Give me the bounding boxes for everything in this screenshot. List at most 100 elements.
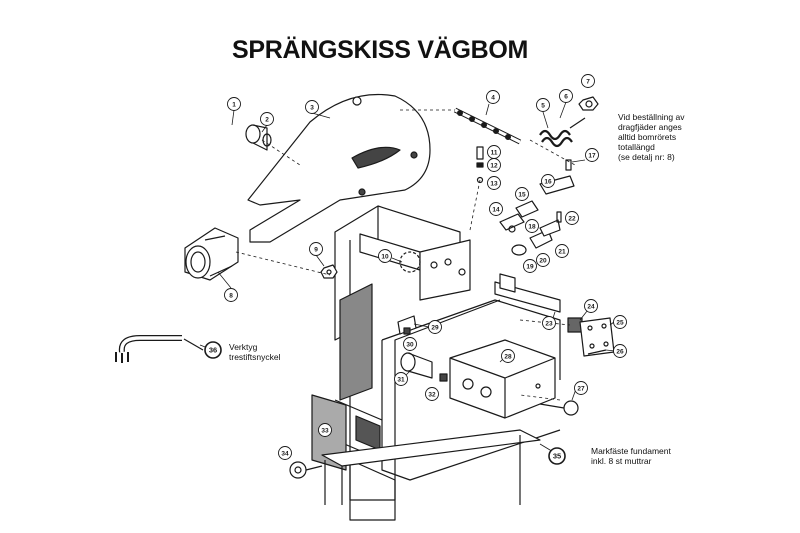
part-callout-3: 3 — [305, 100, 319, 114]
part-callout-26: 26 — [613, 344, 627, 358]
foundation-note-line: Markfäste fundament — [591, 446, 671, 456]
part-callout-25: 25 — [613, 315, 627, 329]
callout-circle — [525, 219, 539, 233]
spring-note-line: dragfjäder anges — [618, 122, 682, 132]
assembly-lines — [235, 109, 576, 401]
callout-number: 9 — [314, 246, 318, 253]
callout-number: 2 — [265, 116, 269, 123]
callout-number: 25 — [616, 319, 624, 326]
part-callout-22: 22 — [565, 211, 579, 225]
callout-circle — [260, 112, 274, 126]
key-tool — [115, 335, 204, 363]
spring-note-line: (se detalj nr: 8) — [618, 152, 675, 162]
callout-number: 29 — [431, 324, 439, 331]
part-callout-33: 33 — [318, 423, 332, 437]
part-callout-23: 23 — [542, 316, 556, 330]
part-callout-29: 29 — [428, 320, 442, 334]
callout-circle — [555, 244, 569, 258]
spring-note-line: alltid bomrörets — [618, 132, 677, 142]
callout-circle — [548, 447, 566, 465]
callout-number: 1 — [232, 101, 236, 108]
part-callout-27: 27 — [574, 381, 588, 395]
part-callout-14: 14 — [489, 202, 503, 216]
part-callout-2: 2 — [260, 112, 274, 126]
part-callout-36: 36 — [204, 341, 222, 359]
inner-bolts — [397, 315, 448, 382]
callout-circle — [581, 74, 595, 88]
part-callout-5: 5 — [536, 98, 550, 112]
part-callout-10: 10 — [378, 249, 392, 263]
callout-circle — [403, 337, 417, 351]
foundation-bolt — [289, 461, 323, 479]
callout-circle — [394, 372, 408, 386]
callout-circle — [305, 100, 319, 114]
callout-circle — [204, 341, 222, 359]
callout-circle — [574, 381, 588, 395]
callout-number: 13 — [490, 180, 498, 187]
callout-number: 7 — [586, 78, 590, 85]
foundation-frame — [321, 429, 541, 505]
part-callout-24: 24 — [584, 299, 598, 313]
spring-note-line: Vid beställning av — [618, 112, 685, 122]
part-callout-20: 20 — [536, 253, 550, 267]
callout-number: 36 — [209, 345, 217, 354]
callout-number: 34 — [281, 450, 289, 457]
callout-circle — [487, 158, 501, 172]
callout-number: 33 — [321, 427, 329, 434]
part-callout-11: 11 — [487, 145, 501, 159]
tool-note-line: trestiftsnyckel — [229, 352, 281, 362]
part-callout-8: 8 — [224, 288, 238, 302]
callout-number: 18 — [528, 223, 536, 230]
callout-circle — [501, 349, 515, 363]
part-callout-15: 15 — [515, 187, 529, 201]
shaded-plates — [311, 283, 381, 471]
part-callout-30: 30 — [403, 337, 417, 351]
spring-order-note: Vid beställning av dragfjäder anges allt… — [618, 112, 684, 162]
callout-circle — [428, 320, 442, 334]
part-callout-9: 9 — [309, 242, 323, 256]
callout-number: 31 — [397, 376, 405, 383]
gear-plate — [567, 317, 615, 357]
callout-circle — [489, 202, 503, 216]
callout-number: 5 — [541, 102, 545, 109]
diagram-title: SPRÄNGSKISS VÄGBOM — [232, 36, 529, 64]
part-callout-21: 21 — [555, 244, 569, 258]
part-callout-32: 32 — [425, 387, 439, 401]
callout-number: 6 — [564, 93, 568, 100]
part-callout-34: 34 — [278, 446, 292, 460]
callout-number: 20 — [539, 257, 547, 264]
callout-circle — [278, 446, 292, 460]
part-callout-7: 7 — [581, 74, 595, 88]
callout-group: 1234567891011121314151617181920212223242… — [204, 74, 627, 465]
callout-number: 10 — [381, 253, 389, 260]
main-bolt — [494, 273, 561, 313]
callout-circle — [585, 148, 599, 162]
callout-number: 22 — [568, 215, 576, 222]
foundation-note: Markfäste fundament inkl. 8 st muttrar — [591, 446, 671, 466]
callout-circle — [309, 242, 323, 256]
chain — [453, 107, 522, 145]
tool-note-line: Verktyg — [229, 342, 258, 352]
part-callout-16: 16 — [541, 174, 555, 188]
callout-circle — [224, 288, 238, 302]
callout-number: 19 — [526, 263, 534, 270]
callout-number: 16 — [544, 178, 552, 185]
nut — [320, 264, 338, 279]
callout-circle — [486, 90, 500, 104]
part-callout-6: 6 — [559, 89, 573, 103]
part-callout-1: 1 — [227, 97, 241, 111]
small-screws — [476, 146, 484, 184]
callout-number: 21 — [558, 248, 566, 255]
callout-number: 32 — [428, 391, 436, 398]
callout-number: 4 — [491, 94, 495, 101]
callout-circle — [487, 176, 501, 190]
callout-circle — [613, 315, 627, 329]
callout-number: 30 — [406, 341, 414, 348]
callout-circle — [536, 253, 550, 267]
callout-number: 27 — [577, 385, 585, 392]
callout-circle — [559, 89, 573, 103]
callout-number: 28 — [504, 353, 512, 360]
callout-circle — [536, 98, 550, 112]
control-box — [449, 339, 556, 419]
